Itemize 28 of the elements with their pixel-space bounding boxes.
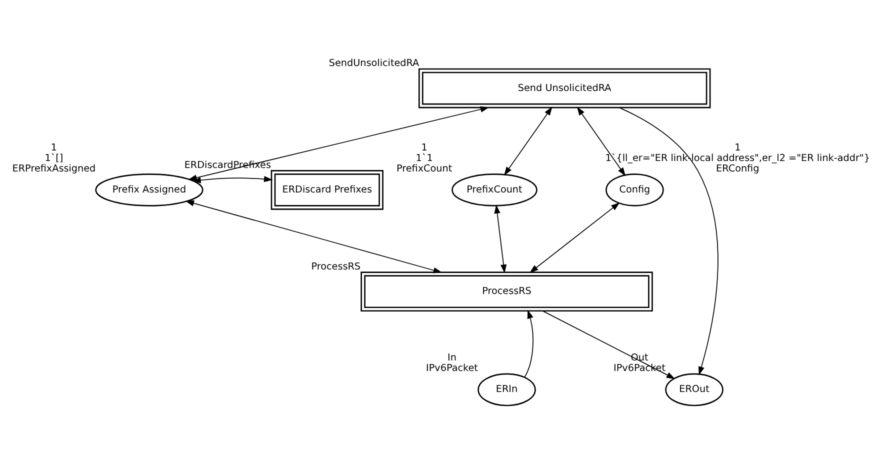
node-label: 1 bbox=[421, 142, 428, 153]
arrow bbox=[542, 310, 676, 379]
node-label: ProcessRS bbox=[311, 261, 361, 272]
node-box: ERDiscard Prefixes bbox=[270, 170, 384, 210]
node-ellipse: ERIn bbox=[478, 372, 536, 406]
node-label: SendUnsolicitedRA bbox=[328, 58, 420, 69]
node-label: 1`[] bbox=[44, 152, 64, 164]
node-ellipse: Config bbox=[606, 173, 664, 206]
node-label: 1`1 bbox=[416, 152, 433, 164]
arrow bbox=[504, 106, 552, 176]
node-box: ProcessRS bbox=[360, 271, 653, 312]
node-label: In bbox=[448, 352, 456, 364]
arrow bbox=[530, 202, 620, 272]
node-label: ERPrefixAssigned bbox=[12, 162, 96, 174]
arrow bbox=[188, 106, 490, 180]
node-box: Send UnsolicitedRA bbox=[418, 68, 711, 108]
node-label: PrefixCount bbox=[396, 162, 452, 174]
node-ellipse: PrefixCount bbox=[452, 173, 538, 206]
node-label: IPv6Packet bbox=[426, 362, 478, 374]
arrow bbox=[192, 176, 273, 183]
arrow bbox=[524, 309, 534, 378]
arrow bbox=[619, 106, 718, 375]
arrow bbox=[494, 204, 507, 273]
node-label: 1 bbox=[50, 142, 58, 153]
node-label: ERConfig bbox=[716, 162, 760, 174]
node-label: 1 bbox=[734, 142, 741, 153]
arrow bbox=[185, 200, 442, 273]
arrow bbox=[576, 106, 626, 176]
